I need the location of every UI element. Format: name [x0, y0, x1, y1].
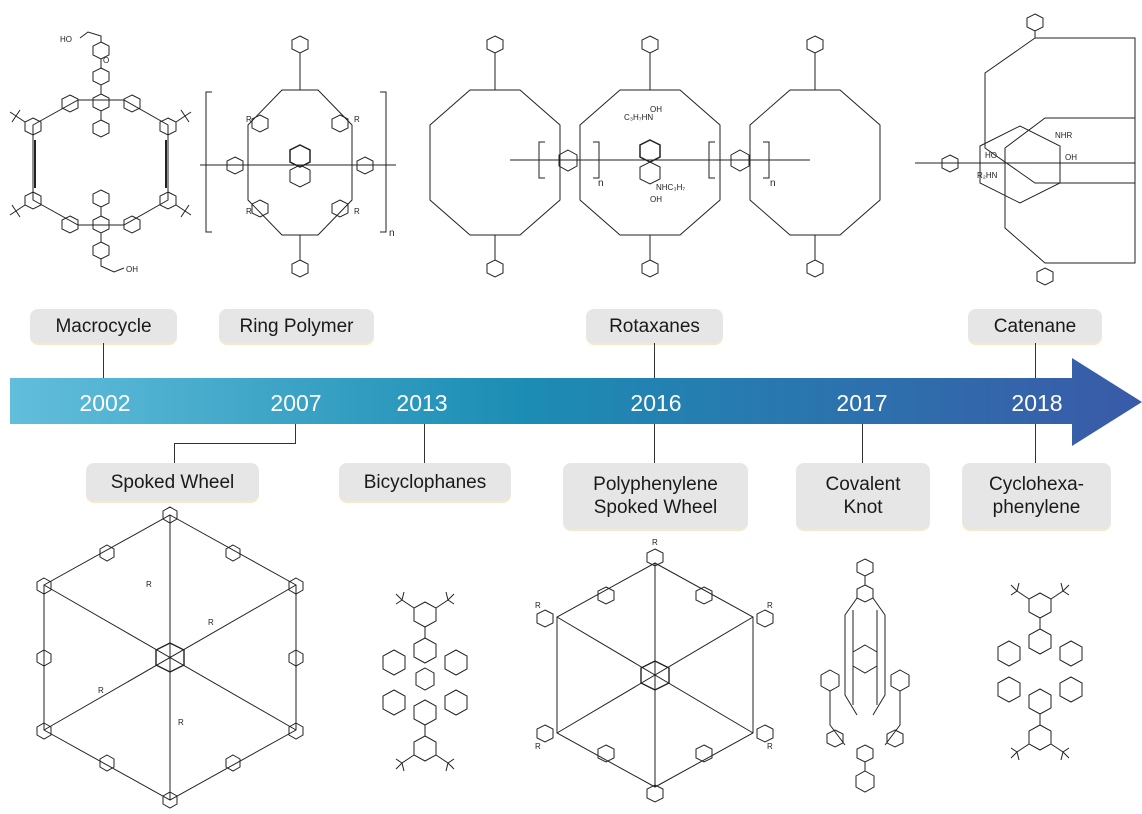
label-bicyclophanes-text: Bicyclophanes: [363, 471, 487, 493]
polyphenylene-r-label-5: R: [767, 742, 773, 751]
ring-polymer-n-label: n: [389, 228, 395, 239]
polyphenylene-r-label-3: R: [767, 601, 773, 610]
macrocycle-oh-label: OH: [126, 265, 138, 274]
rotaxanes-oh-label-1: OH: [650, 105, 662, 114]
ring-polymer-r-label-1: R: [246, 115, 252, 124]
label-ring-polymer: Ring Polymer: [219, 309, 374, 343]
label-covalent-knot: Covalent Knot: [796, 463, 930, 529]
connector-covalent-knot: [862, 424, 863, 463]
label-covalent-line2: Knot: [843, 497, 883, 518]
label-macrocycle: Macrocycle: [30, 309, 177, 343]
catenane-ho-label: HO: [985, 151, 997, 160]
rotaxanes-nhc3h7-label: NHC₃H₇: [656, 183, 685, 192]
label-ring-polymer-text: Ring Polymer: [239, 315, 354, 337]
connector-macrocycle: [103, 343, 104, 378]
connector-catenane: [1035, 343, 1036, 378]
catenane-r2hn-label: R₂HN: [977, 171, 998, 180]
connector-cyclohexaphenylene: [1035, 424, 1036, 463]
covalent-knot-svg: [820, 558, 910, 793]
polyphenylene-r-label-2: R: [535, 601, 541, 610]
bicyclophanes-structure: [370, 580, 480, 780]
connector-bicyclophanes: [424, 424, 425, 463]
label-cyclohexa-line2: phenylene: [992, 497, 1081, 518]
year-2016: 2016: [630, 390, 682, 416]
label-catenane: Catenane: [968, 309, 1102, 343]
spoked-wheel-svg: R R R R: [36, 506, 304, 809]
rotaxanes-c3h7hn-label: C₃H₇HN: [624, 113, 653, 122]
connector-spoked-wheel: [174, 443, 175, 463]
label-cyclohexa-line1: Cyclohexa-: [988, 474, 1085, 495]
bicyclophanes-svg: [382, 591, 468, 772]
year-2002: 2002: [79, 390, 131, 416]
ring-polymer-r-label-4: R: [354, 207, 360, 216]
label-covalent-line1: Covalent: [825, 474, 901, 495]
polyphenylene-spoked-wheel-structure: R R R R R: [535, 535, 775, 813]
timeline-arrow-svg: [10, 358, 1142, 446]
macrocycle-ho-label: HO: [60, 35, 72, 44]
ring-polymer-r-label-3: R: [246, 207, 252, 216]
rotaxanes-n-label-1: n: [598, 178, 604, 189]
timeline-arrow: [10, 358, 1142, 451]
macrocycle-svg: HO O OH: [9, 31, 192, 274]
rotaxanes-n-label-2: n: [770, 178, 776, 189]
catenane-structure: NHR R₂HN OH HO: [905, 8, 1141, 298]
spoked-wheel-r1-label-3: R: [98, 686, 104, 695]
label-polyphenylene-line2: Spoked Wheel: [593, 497, 718, 518]
connector-rotaxanes: [654, 343, 655, 378]
rotaxanes-structure: C₃H₇HN NHC₃H₇ OH OH n n: [410, 30, 910, 300]
ring-polymer-structure: R R R R n: [200, 30, 400, 300]
rotaxanes-oh-label-2: OH: [650, 195, 662, 204]
spoked-wheel-r1-label-1: R: [146, 580, 152, 589]
label-polyphenylene-spoked-wheel: Polyphenylene Spoked Wheel: [563, 463, 748, 529]
catenane-nhr2-label: NHR: [1055, 131, 1073, 140]
ring-polymer-svg: R R R R n: [200, 35, 396, 278]
cyclohexaphenylene-structure: [985, 575, 1095, 785]
label-macrocycle-text: Macrocycle: [55, 315, 152, 337]
label-rotaxanes-text: Rotaxanes: [609, 315, 700, 337]
ring-polymer-r-label-2: R: [354, 115, 360, 124]
label-bicyclophanes: Bicyclophanes: [339, 463, 511, 501]
year-2017: 2017: [836, 390, 888, 416]
spoked-wheel-r1-label-4: R: [178, 718, 184, 727]
label-polyphenylene-line1: Polyphenylene: [593, 474, 718, 495]
macrocycle-o-label: O: [103, 56, 109, 65]
label-spoked-wheel: Spoked Wheel: [86, 463, 259, 501]
polyphenylene-r-label-4: R: [535, 742, 541, 751]
spoked-wheel-r1-label-2: R: [208, 618, 214, 627]
catenane-svg: NHR R₂HN OH HO: [915, 13, 1136, 286]
year-2013: 2013: [396, 390, 448, 416]
year-2007: 2007: [270, 390, 322, 416]
label-rotaxanes: Rotaxanes: [586, 309, 723, 343]
polyphenylene-r-label-1: R: [652, 538, 658, 547]
connector-2007-horizontal: [174, 443, 296, 444]
polyphenylene-svg: R R R R R: [535, 538, 774, 803]
connector-2007-vertical: [295, 424, 296, 444]
rotaxanes-svg: C₃H₇HN NHC₃H₇ OH OH n n: [429, 35, 881, 278]
connector-polyphenylene: [654, 424, 655, 463]
year-2018: 2018: [1011, 390, 1063, 416]
spoked-wheel-structure: R R R R: [28, 505, 313, 810]
label-catenane-text: Catenane: [993, 315, 1077, 337]
catenane-oh-label: OH: [1065, 153, 1077, 162]
label-spoked-wheel-text: Spoked Wheel: [110, 471, 235, 493]
covalent-knot-structure: [815, 555, 915, 805]
macrocycle-structure: HO O OH: [8, 30, 198, 290]
cyclohexaphenylene-svg: [997, 582, 1083, 761]
label-cyclohexaphenylene: Cyclohexa- phenylene: [962, 463, 1111, 529]
